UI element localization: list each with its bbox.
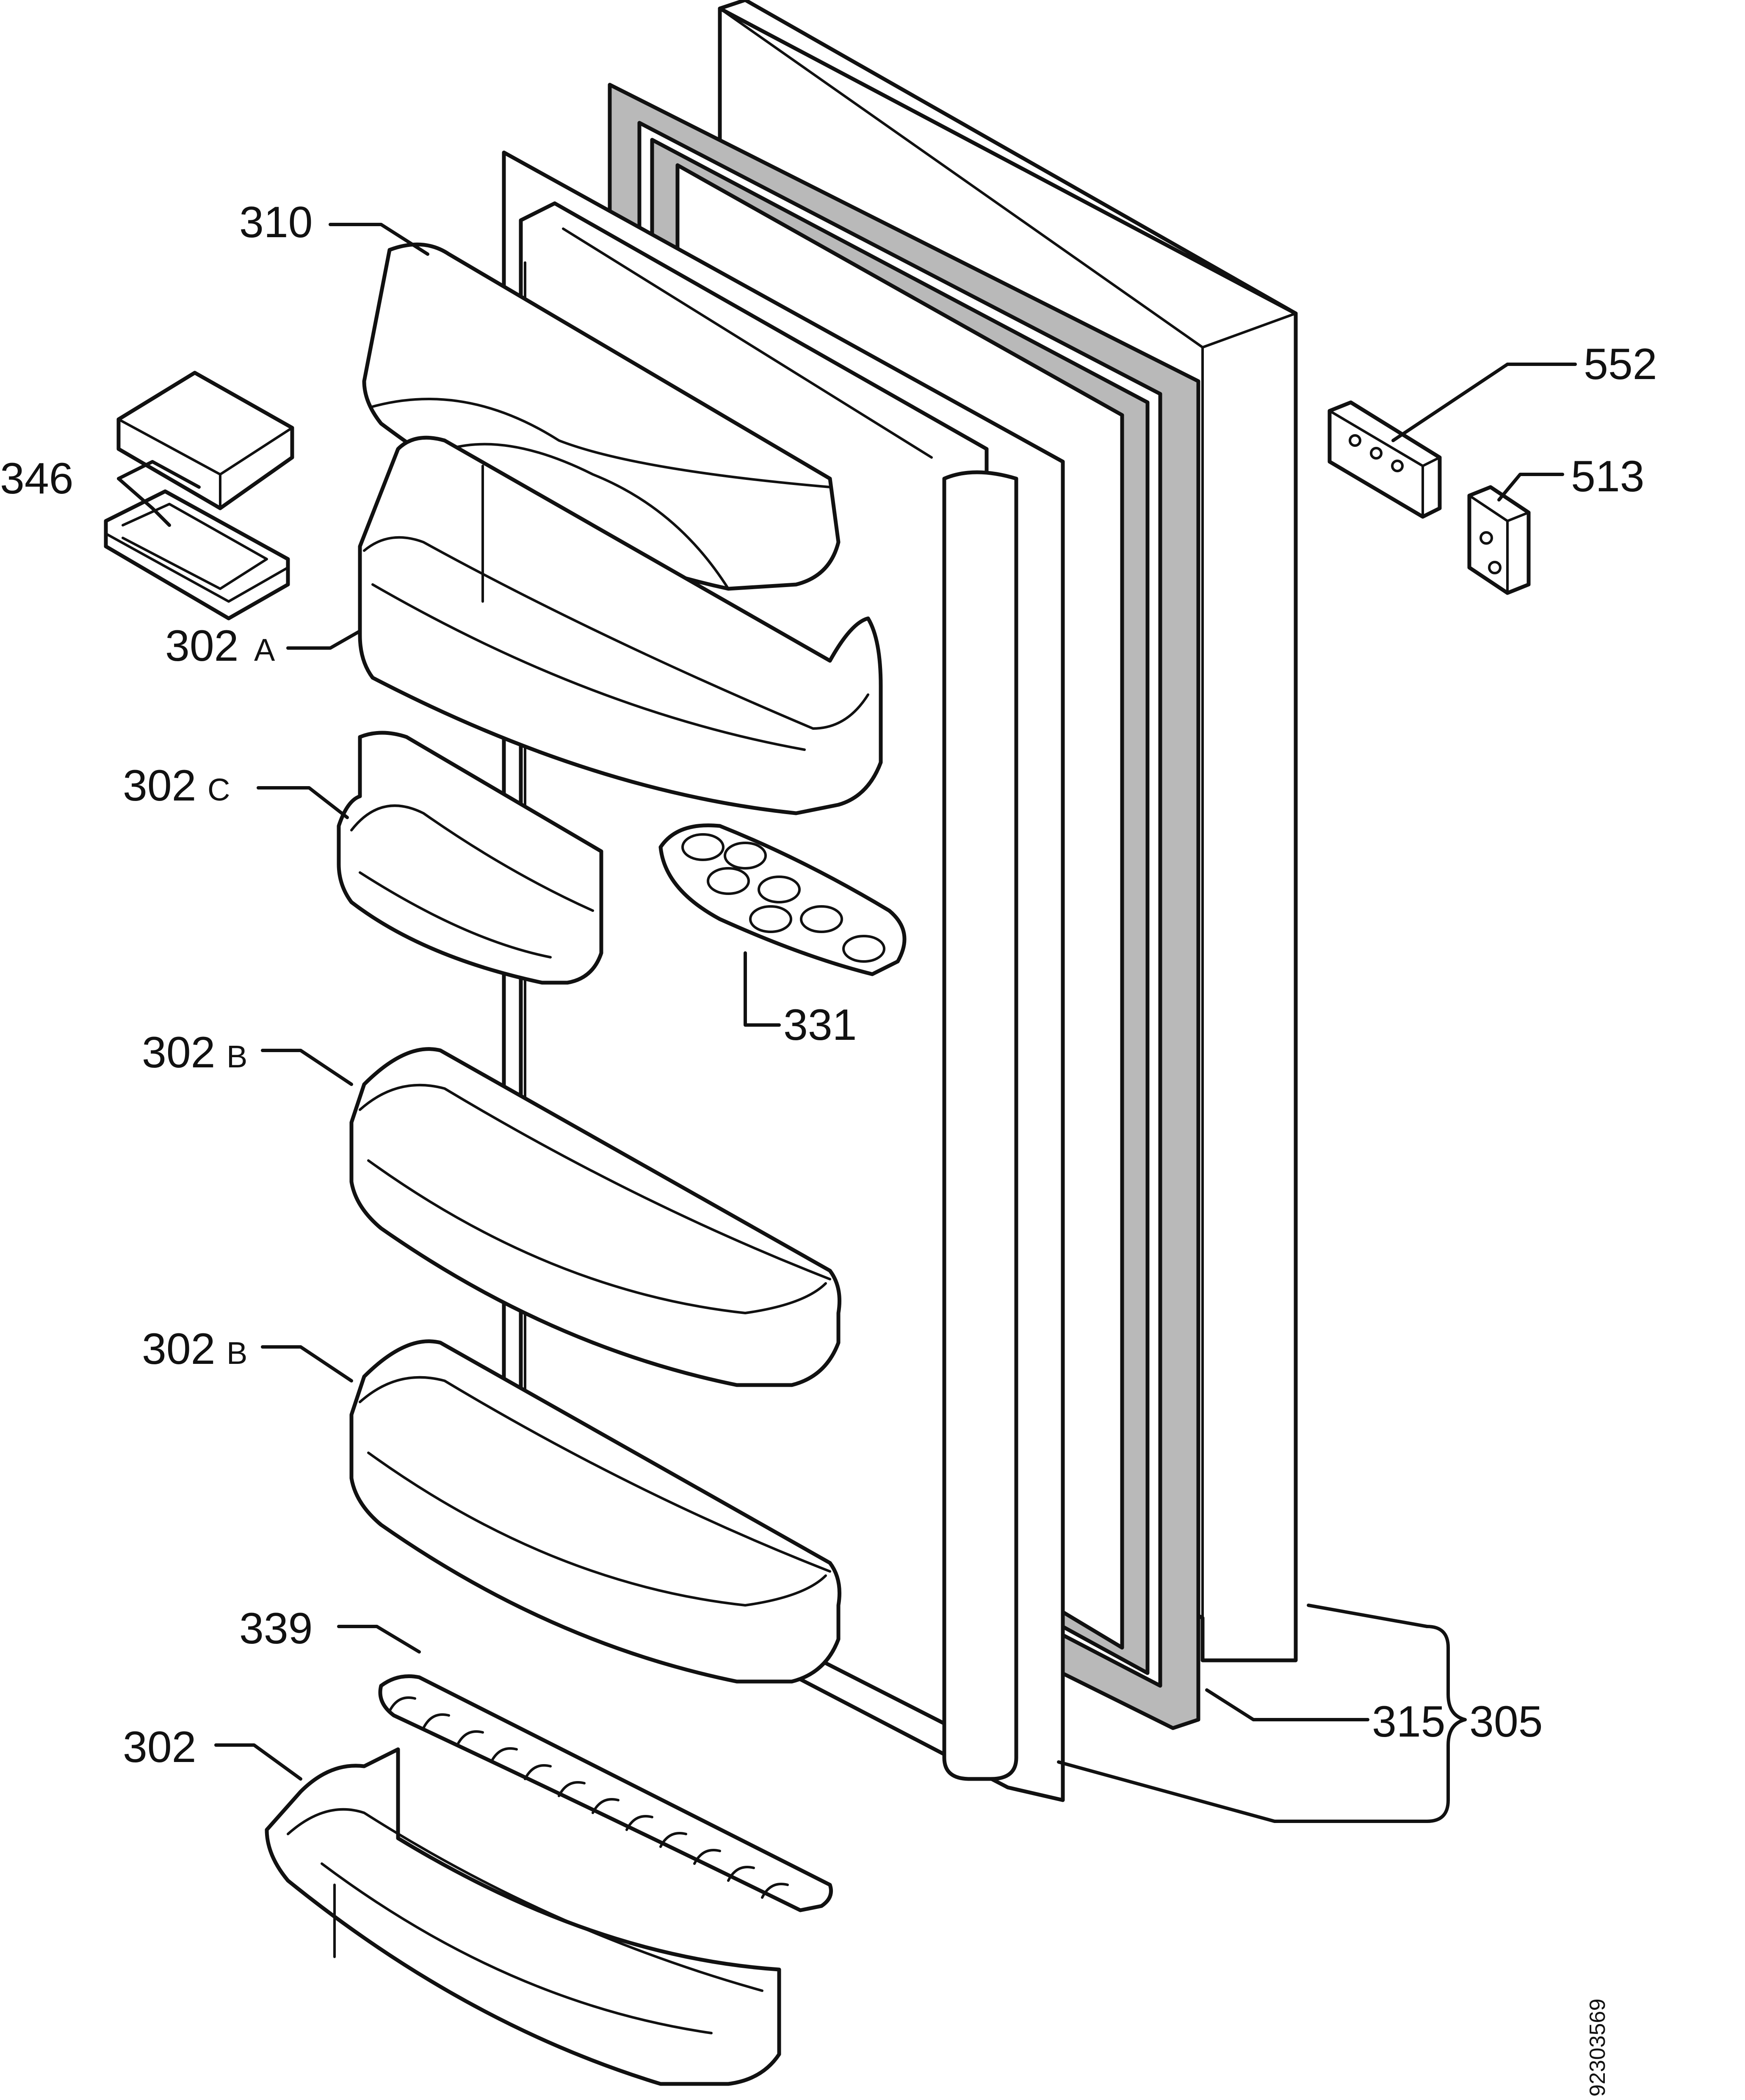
upper-door-shelf-302a: [358, 435, 883, 815]
label-302c-number: 302: [123, 761, 196, 810]
label-302a-suffix: A: [254, 632, 275, 668]
door-shelf-302b-upper: [349, 1047, 841, 1387]
label-305: 305: [1469, 1697, 1543, 1746]
label-346: 346: [0, 454, 74, 503]
hinge-plate-552: [1327, 400, 1442, 519]
label-552: 552: [1584, 340, 1657, 389]
label-302b-upper-number: 302: [142, 1028, 216, 1077]
label-513: 513: [1571, 452, 1645, 501]
label-339: 339: [239, 1604, 313, 1653]
label-310: 310: [239, 198, 313, 247]
butter-dish-346: [104, 371, 294, 621]
bottle-shelf-302: [265, 1747, 781, 2086]
label-331: 331: [783, 1000, 857, 1050]
label-302a-number: 302: [165, 621, 239, 670]
label-315: 315: [1372, 1697, 1446, 1746]
egg-tray-331: [658, 823, 907, 976]
label-302b-lower-suffix: B: [227, 1335, 247, 1371]
document-number: 92303569: [1585, 1999, 1610, 2097]
label-302b-lower-number: 302: [142, 1324, 216, 1374]
door-shelf-302b-lower: [349, 1339, 841, 1684]
small-door-shelf-302c: [337, 731, 603, 985]
label-302c-suffix: C: [207, 772, 230, 807]
callout-labels: 310 346 302 A 302 C 331 302 B 302 B 339 …: [0, 198, 1657, 2097]
label-302b-upper-suffix: B: [227, 1039, 247, 1074]
label-302: 302: [123, 1723, 196, 1772]
leader-lines: [117, 223, 1577, 1823]
hinge-bracket-513: [1467, 485, 1531, 595]
bottle-retainer-339: [378, 1674, 833, 1912]
